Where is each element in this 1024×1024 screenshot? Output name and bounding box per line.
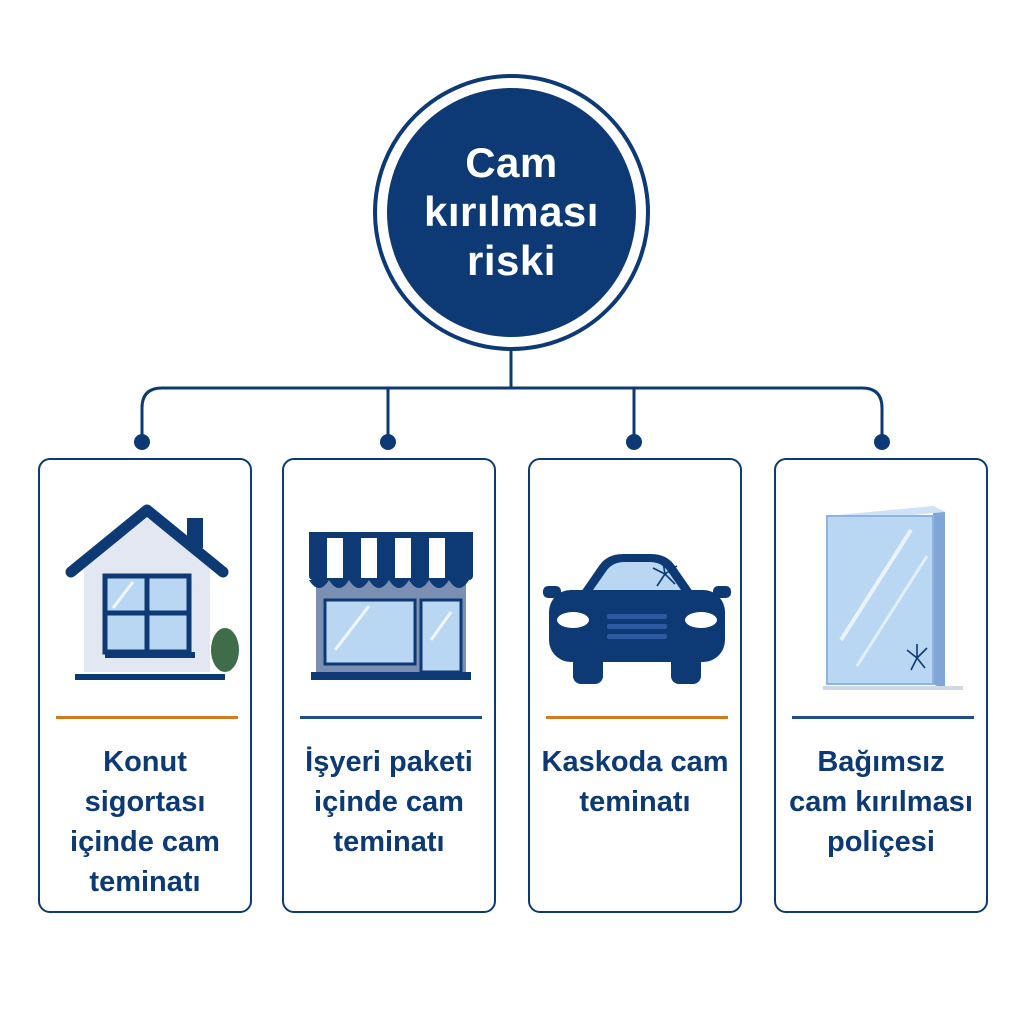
card-label-konut: Konut sigortası içinde cam teminatı <box>70 746 220 898</box>
card-divider <box>546 716 728 719</box>
root-title: Cam kırılması riski <box>424 139 599 284</box>
card-label-kasko: Kaskoda cam teminatı <box>541 746 729 818</box>
card-divider <box>300 716 482 719</box>
root-node: Cam kırılması riski <box>373 74 650 351</box>
house-icon <box>65 504 239 680</box>
card-kasko: Kaskoda cam teminatı <box>528 458 742 913</box>
card-divider <box>792 716 974 719</box>
card-label-bagimsiz: Bağımsız cam kırılması poliçesi <box>789 746 973 858</box>
card-divider <box>56 716 238 719</box>
card-label-isyeri: İşyeri paketi içinde cam teminatı <box>305 746 473 858</box>
card-isyeri: İşyeri paketi içinde cam teminatı <box>282 458 496 913</box>
car-icon <box>543 554 731 684</box>
horizontal-bus <box>140 386 884 442</box>
card-bagimsiz: Bağımsız cam kırılması poliçesi <box>774 458 988 913</box>
branch-dot-2 <box>380 434 396 450</box>
card-konut: Konut sigortası içinde cam teminatı <box>38 458 252 913</box>
branch-dot-1 <box>134 434 150 450</box>
branch-dot-3 <box>626 434 642 450</box>
storefront-icon <box>309 532 473 680</box>
root-node-fill: Cam kırılması riski <box>387 88 636 337</box>
glass-pane-icon <box>823 506 963 690</box>
branch-dot-4 <box>874 434 890 450</box>
